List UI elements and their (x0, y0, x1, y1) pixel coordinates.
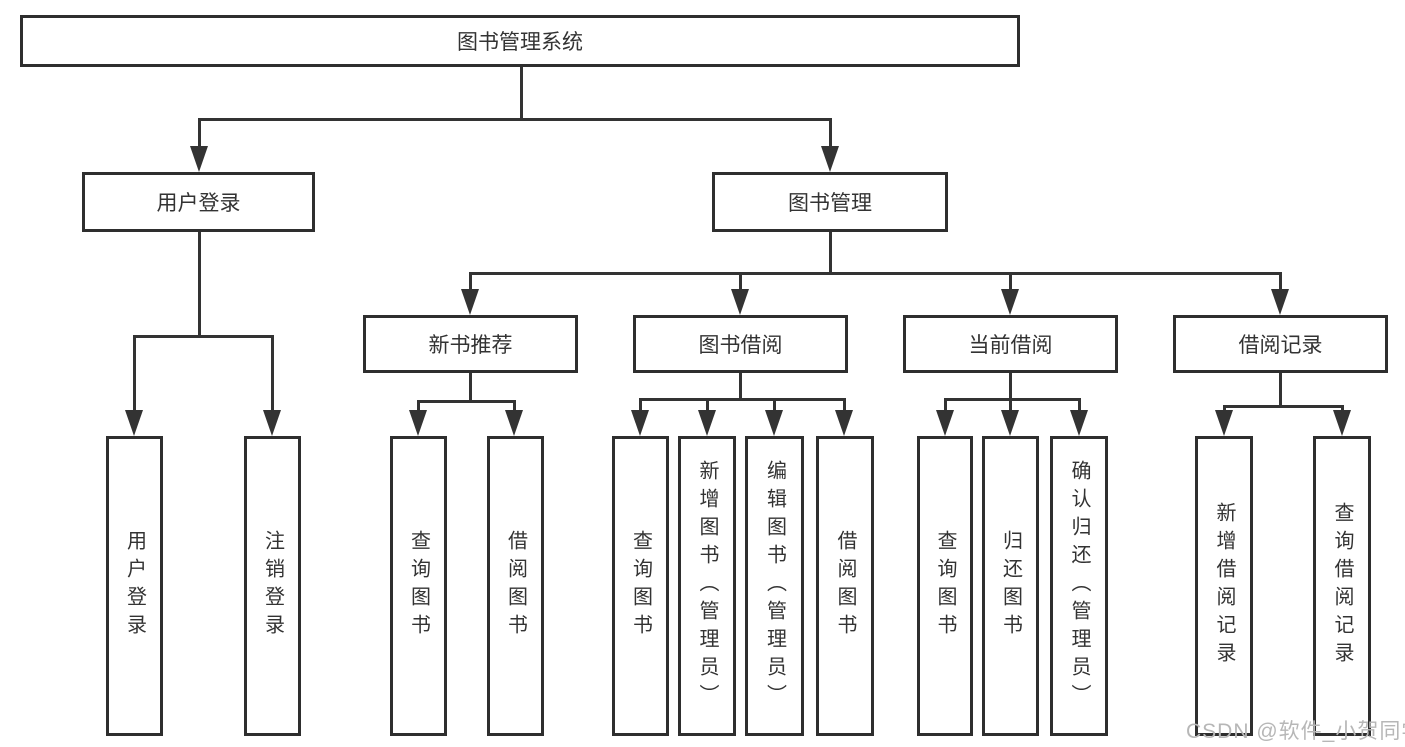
leaf-confirm-return-admin: 确认归还（管理员） (1050, 436, 1108, 736)
leaf-query-borrow-record: 查询借阅记录 (1313, 436, 1371, 736)
leaf-borrow-books-2: 借阅图书 (816, 436, 874, 736)
arrowhead-down-icon (765, 410, 783, 436)
connector-line (829, 232, 832, 272)
leaf-label: 确认归还（管理员） (1068, 460, 1090, 712)
arrowhead-down-icon (731, 289, 749, 315)
arrowhead-down-icon (125, 410, 143, 436)
connector-line (1223, 405, 1344, 408)
arrowhead-down-icon (461, 289, 479, 315)
connector-line (1009, 272, 1012, 292)
leaf-edit-books-admin: 编辑图书（管理员） (745, 436, 804, 736)
connector-line (829, 118, 832, 150)
connector-line (1078, 398, 1081, 414)
leaf-query-books-2: 查询图书 (612, 436, 669, 736)
leaf-label: 用户登录 (123, 530, 146, 642)
connector-line (271, 335, 274, 410)
connector-line (198, 118, 201, 150)
leaf-label: 编辑图书（管理员） (763, 460, 786, 712)
arrowhead-down-icon (1271, 289, 1289, 315)
connector-line (739, 373, 742, 398)
arrowhead-down-icon (190, 146, 208, 172)
leaf-label: 借阅图书 (834, 530, 856, 642)
node-book-management-label: 图书管理 (788, 192, 872, 215)
arrowhead-down-icon (1333, 410, 1351, 436)
leaf-label: 新增借阅记录 (1213, 502, 1235, 670)
leaf-borrow-books-1: 借阅图书 (487, 436, 544, 736)
leaf-add-borrow-record: 新增借阅记录 (1195, 436, 1253, 736)
node-book-management: 图书管理 (712, 172, 948, 232)
watermark-text: CSDN @软件_小贺同学 (1186, 720, 1405, 743)
leaf-query-books-1: 查询图书 (390, 436, 447, 736)
arrowhead-down-icon (821, 146, 839, 172)
arrowhead-down-icon (631, 410, 649, 436)
node-borrowing-records-label: 借阅记录 (1238, 334, 1323, 357)
node-new-book-recommend-label: 新书推荐 (428, 334, 513, 357)
node-book-borrowing: 图书借阅 (633, 315, 848, 373)
node-book-borrowing-label: 图书借阅 (698, 334, 783, 357)
connector-line (639, 398, 846, 401)
arrowhead-down-icon (1001, 410, 1019, 436)
connector-line (417, 400, 516, 403)
connector-line (1279, 373, 1282, 405)
leaf-label: 查询图书 (407, 530, 430, 642)
leaf-add-books-admin: 新增图书（管理员） (678, 436, 736, 736)
arrowhead-down-icon (1001, 289, 1019, 315)
connector-line (1009, 373, 1012, 398)
connector-line (944, 398, 947, 414)
arrowhead-down-icon (835, 410, 853, 436)
arrowhead-down-icon (505, 410, 523, 436)
leaf-label: 新增图书（管理员） (696, 460, 718, 712)
connector-line (944, 398, 1081, 401)
node-new-book-recommend: 新书推荐 (363, 315, 578, 373)
leaf-label: 查询借阅记录 (1331, 502, 1353, 670)
connector-line (469, 272, 1282, 275)
connector-line (469, 272, 472, 292)
connector-line (1009, 398, 1012, 414)
connector-line (843, 398, 846, 414)
node-borrowing-records: 借阅记录 (1173, 315, 1388, 373)
node-user-login: 用户登录 (82, 172, 315, 232)
connector-line (520, 67, 523, 118)
connector-line (773, 398, 776, 414)
leaf-label: 查询图书 (934, 530, 956, 642)
connector-line (706, 398, 709, 414)
leaf-label: 借阅图书 (504, 530, 527, 642)
connector-line (639, 398, 642, 414)
node-user-login-label: 用户登录 (156, 192, 241, 215)
connector-line (513, 400, 516, 414)
node-root: 图书管理系统 (20, 15, 1020, 67)
connector-line (417, 400, 420, 414)
connector-line (739, 272, 742, 292)
connector-line (133, 335, 136, 410)
leaf-query-books-3: 查询图书 (917, 436, 973, 736)
connector-line (469, 373, 472, 400)
connector-line (198, 118, 832, 121)
arrowhead-down-icon (936, 410, 954, 436)
arrowhead-down-icon (1070, 410, 1088, 436)
arrowhead-down-icon (263, 410, 281, 436)
connector-line (133, 335, 274, 338)
node-current-borrowing-label: 当前借阅 (968, 334, 1053, 357)
connector-line (198, 232, 201, 335)
leaf-logout: 注销登录 (244, 436, 301, 736)
leaf-label: 注销登录 (261, 530, 284, 642)
node-root-label: 图书管理系统 (457, 31, 583, 54)
node-current-borrowing: 当前借阅 (903, 315, 1118, 373)
leaf-return-books: 归还图书 (982, 436, 1039, 736)
leaf-user-login: 用户登录 (106, 436, 163, 736)
connector-line (1341, 405, 1344, 414)
arrowhead-down-icon (698, 410, 716, 436)
connector-line (1223, 405, 1226, 414)
arrowhead-down-icon (1215, 410, 1233, 436)
connector-line (1279, 272, 1282, 292)
arrowhead-down-icon (409, 410, 427, 436)
leaf-label: 归还图书 (999, 530, 1022, 642)
leaf-label: 查询图书 (629, 530, 652, 642)
